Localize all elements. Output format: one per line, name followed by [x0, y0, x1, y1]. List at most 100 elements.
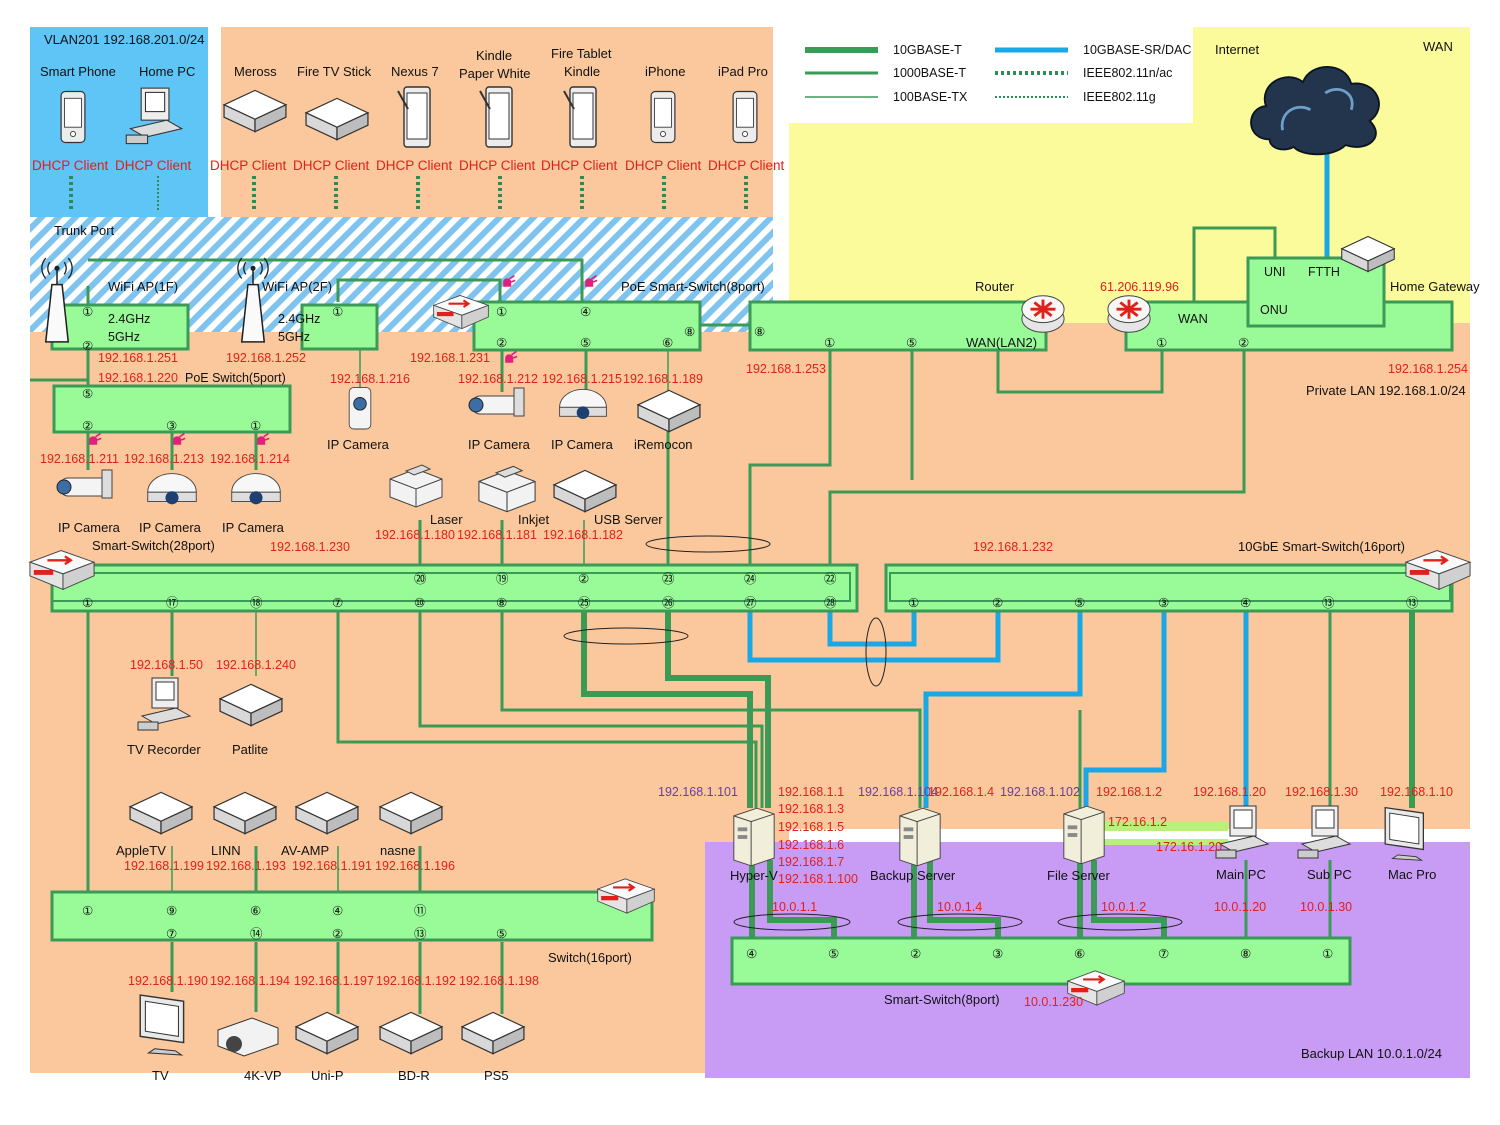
vlan201-label: VLAN201 192.168.201.0/24 [44, 32, 204, 47]
ipad-icon[interactable] [732, 90, 758, 144]
sw8b-switch[interactable] [730, 936, 1352, 986]
port-sw16-4: ④ [332, 903, 343, 918]
ap2-name: WiFi AP(2F) [262, 279, 332, 294]
nexus7-label: Nexus 7 [391, 64, 439, 79]
ps5-label: PS5 [484, 1068, 509, 1083]
backup-lan-label: Backup LAN 10.0.1.0/24 [1301, 1046, 1442, 1061]
poe8-switch[interactable] [472, 300, 702, 352]
linn-ip: 192.168.1.193 [206, 859, 286, 873]
poe5-ip: 192.168.1.220 [98, 371, 178, 385]
port-gw-1: ① [1156, 335, 1167, 350]
port-poe8-2: ② [496, 335, 507, 350]
lag-ellipse-1 [645, 535, 771, 553]
dhcp-label-firetv: DHCP Client [293, 158, 370, 173]
link-router-wan-gw [996, 348, 1164, 394]
file-server-icon[interactable] [1063, 805, 1105, 865]
port-sw28-7: ⑦ [332, 595, 343, 610]
link-ap2-poe8 [336, 278, 502, 302]
port-poe8-8: ⑧ [684, 324, 695, 339]
port-sw28-18: ⑱ [250, 595, 263, 610]
hyperv-ip-4: 192.168.1.7 [778, 855, 844, 869]
avamp-label: AV-AMP [281, 843, 329, 858]
port-poe5-2: ② [82, 418, 93, 433]
legend: 10GBASE-T 1000BASE-T 100BASE-TX 10GBASE-… [805, 43, 1191, 104]
poe5-name: PoE Switch(5port) [185, 371, 286, 385]
ap1-box[interactable] [50, 303, 190, 351]
trunk-port-label: Trunk Port [54, 223, 115, 238]
backup-b-ip: 10.0.1.4 [937, 900, 982, 914]
cam213-label: IP Camera [139, 520, 202, 535]
firetv-label: Fire TV Stick [297, 64, 372, 79]
bdr-ip: 192.168.1.192 [376, 974, 456, 988]
hyperv-ip-5: 192.168.1.100 [778, 872, 858, 886]
port-poe8-6: ⑥ [662, 335, 673, 350]
cam215-ip: 192.168.1.215 [542, 372, 622, 386]
mac-label: Mac Pro [1388, 867, 1436, 882]
smartphone-icon[interactable] [60, 90, 86, 144]
sub-ip: 192.168.1.30 [1285, 785, 1358, 799]
port-numbers: ① ② ① ① ④ ② ⑤ ⑥ ⑧ ⑤ ② ③ ① ⑧ ① ⑤ ① ② ⑳ ⑲ … [82, 304, 1419, 961]
ap1-ip: 192.168.1.251 [98, 351, 178, 365]
tvrec-label: TV Recorder [127, 742, 201, 757]
link-sw28-28-sw10g-1 [827, 612, 917, 647]
backup-server-icon[interactable] [899, 807, 941, 867]
lag-ellipse-3 [865, 617, 887, 687]
file-b-ip: 10.0.1.2 [1101, 900, 1146, 914]
dhcp-label-smartphone: DHCP Client [32, 158, 109, 173]
port-sw28-26: ㉖ [662, 595, 675, 610]
router-icon [1020, 294, 1066, 334]
gateway-name: Home Gateway [1390, 279, 1480, 294]
port-sw8b-5: ⑤ [828, 946, 839, 961]
sw28-name: Smart-Switch(28port) [92, 538, 215, 553]
port-sw16-1: ① [82, 903, 93, 918]
port-sw28-20: ⑳ [414, 571, 427, 586]
cam216-ip: 192.168.1.216 [330, 372, 410, 386]
hyperv-ip-1: 192.168.1.3 [778, 802, 844, 816]
sw8b-ip: 10.0.1.230 [1024, 995, 1083, 1009]
ipcamera-216-icon[interactable] [348, 387, 372, 430]
zone-legend-bg [789, 27, 1193, 123]
sw10g-ip: 192.168.1.232 [973, 540, 1053, 554]
dhcp-label-firetablet: DHCP Client [541, 158, 618, 173]
iphone-label: iPhone [645, 64, 685, 79]
sw10g-inner [889, 572, 1451, 602]
sw16-switch[interactable] [50, 890, 654, 942]
port-sw10g-1: ① [908, 595, 919, 610]
link-router1-sw28-24 [748, 348, 832, 570]
link-sw28-26-hyperv [665, 612, 771, 808]
port-sw28-27: ㉗ [744, 595, 757, 610]
link-gw2-sw28-22 [828, 348, 1246, 570]
ap1-name: WiFi AP(1F) [108, 279, 178, 294]
gateway-ip: 192.168.1.254 [1388, 362, 1468, 376]
hyperv-server-icon[interactable] [733, 807, 775, 867]
dhcp-label-kindle: DHCP Client [459, 158, 536, 173]
backup-label: Backup Server [870, 868, 956, 883]
port-poe5-3: ③ [166, 418, 177, 433]
cam212-label: IP Camera [468, 437, 531, 452]
ap2-box[interactable] [300, 303, 379, 351]
port-sw10g-13b: ⑬ [1406, 595, 1419, 610]
unip-ip: 192.168.1.197 [294, 974, 374, 988]
gateway-wan-ip: 61.206.119.96 [1100, 280, 1179, 294]
zone-vlan201 [30, 27, 208, 217]
avamp-ip: 192.168.1.191 [292, 859, 372, 873]
cam215-label: IP Camera [551, 437, 614, 452]
inkjet-label: Inkjet [518, 512, 549, 527]
legend-wifi-g: IEEE802.11g [1083, 90, 1156, 104]
port-ap1-2: ② [82, 338, 93, 353]
tv-label: TV [152, 1068, 169, 1083]
cam214-ip: 192.168.1.214 [210, 452, 290, 466]
appletv-label: AppleTV [116, 843, 166, 858]
onu-box[interactable] [1246, 256, 1386, 328]
iphone-icon[interactable] [650, 90, 676, 144]
dhcp-label-nexus7: DHCP Client [376, 158, 453, 173]
port-gw-2: ② [1238, 335, 1249, 350]
meross-label: Meross [234, 64, 277, 79]
file-label: File Server [1047, 868, 1111, 883]
poe5-switch[interactable] [52, 384, 292, 434]
port-sw16-14: ⑭ [250, 926, 263, 941]
port-sw8b-6: ⑥ [1074, 946, 1085, 961]
patlite-label: Patlite [232, 742, 268, 757]
smartphone-label: Smart Phone [40, 64, 116, 79]
gateway-uni: UNI [1264, 265, 1286, 279]
